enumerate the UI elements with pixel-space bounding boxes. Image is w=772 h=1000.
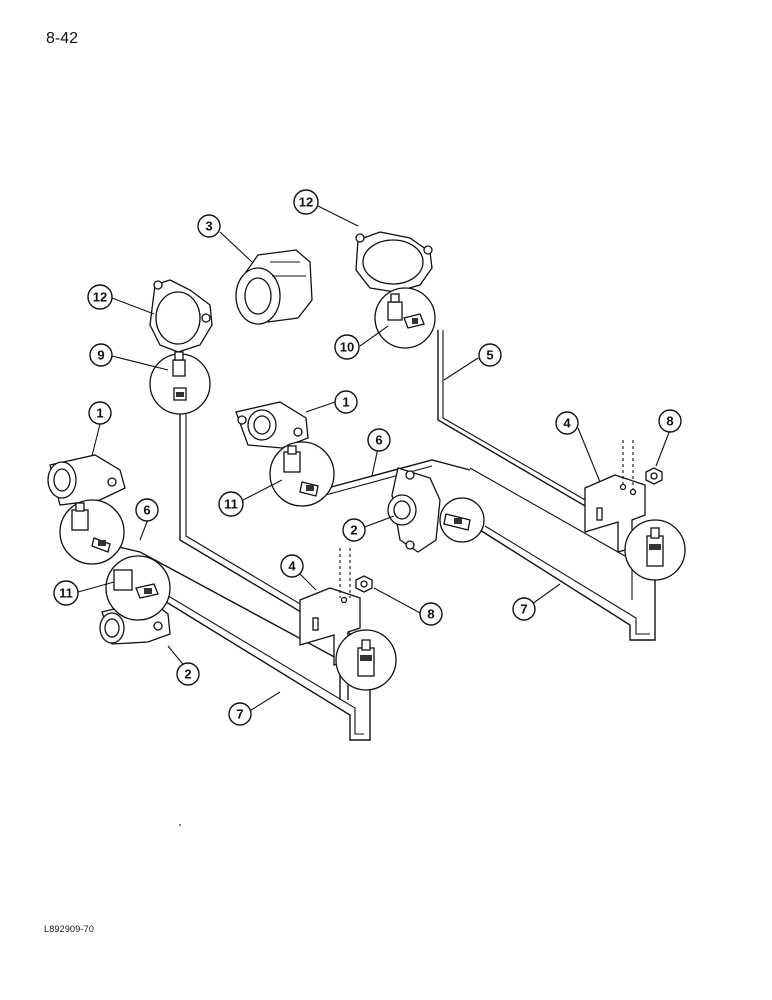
callout-9: 9: [89, 343, 113, 367]
callout-7-right: 7: [512, 597, 536, 621]
housing-part-1-left: [47, 454, 126, 506]
svg-text:10: 10: [340, 340, 354, 355]
detail-fitting-10: [374, 287, 436, 349]
stray-mark: [179, 824, 181, 826]
svg-text:9: 9: [97, 348, 104, 363]
svg-text:7: 7: [236, 707, 243, 722]
callout-3: 3: [197, 214, 221, 238]
callout-6-left: 6: [135, 498, 159, 522]
callout-1-center: 1: [334, 390, 358, 414]
detail-fitting-center-right: [439, 497, 485, 543]
detail-fitting-11-lower-left: [105, 555, 171, 621]
callout-6-center: 6: [367, 428, 391, 452]
svg-text:3: 3: [205, 219, 212, 234]
detail-fitting-9: [149, 351, 211, 415]
figure-code: L892909-70: [44, 924, 95, 934]
svg-text:8: 8: [427, 607, 434, 622]
callout-4-right: 4: [555, 411, 579, 435]
svg-text:1: 1: [96, 406, 103, 421]
collar-part-3: [235, 249, 313, 325]
flange-part-12-left: [149, 279, 213, 353]
detail-fitting-11-upper-left: [59, 499, 125, 565]
callout-11-center: 11: [218, 491, 244, 517]
callout-8-right: 8: [658, 409, 682, 433]
callout-12-right: 12: [293, 189, 319, 215]
detail-fitting-lower-bracket: [335, 629, 397, 691]
svg-text:1: 1: [342, 395, 349, 410]
svg-text:5: 5: [486, 348, 493, 363]
svg-text:11: 11: [59, 586, 73, 601]
tube-7-right: [479, 529, 656, 641]
callout-2-lower: 2: [176, 662, 200, 686]
detail-fitting-right-bracket: [624, 519, 686, 581]
svg-text:6: 6: [375, 433, 382, 448]
nut-part-8-right: [645, 467, 663, 485]
housing-part-2-center: [387, 467, 441, 553]
svg-text:11: 11: [224, 497, 238, 512]
housing-part-1-center: [235, 401, 309, 449]
svg-text:8: 8: [666, 414, 673, 429]
callout-1-left: 1: [88, 401, 112, 425]
svg-text:4: 4: [563, 416, 571, 431]
svg-text:12: 12: [299, 195, 313, 210]
callout-12-left: 12: [87, 284, 113, 310]
callout-10: 10: [334, 334, 360, 360]
callout-11-left: 11: [53, 580, 79, 606]
tube-6-lower: [109, 544, 341, 700]
page-number: 8-42: [46, 30, 79, 47]
flange-part-12-right: [355, 231, 433, 293]
callout-7-lower: 7: [228, 702, 252, 726]
svg-text:6: 6: [143, 503, 150, 518]
tube-6-upper: [319, 459, 471, 491]
nut-part-8-lower: [355, 575, 373, 593]
svg-text:12: 12: [93, 290, 107, 305]
svg-text:2: 2: [184, 667, 191, 682]
tube-7-lower: [149, 591, 371, 741]
svg-text:4: 4: [288, 559, 296, 574]
callout-8-lower: 8: [419, 602, 443, 626]
callout-4-lower: 4: [280, 554, 304, 578]
svg-text:2: 2: [350, 523, 357, 538]
callout-2-center: 2: [342, 518, 366, 542]
callout-5: 5: [478, 343, 502, 367]
detail-fitting-11-center: [269, 441, 335, 507]
svg-text:7: 7: [520, 602, 527, 617]
leader-lines: [77, 205, 671, 713]
